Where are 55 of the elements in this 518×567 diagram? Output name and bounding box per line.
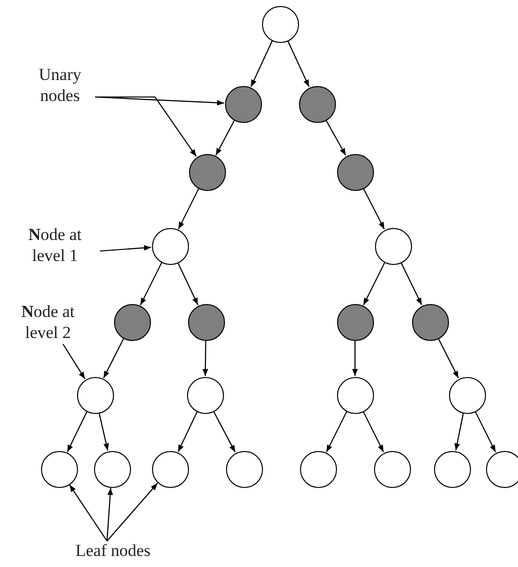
tree-node-circle [226,450,262,488]
unary-node-circle [336,154,374,190]
annotation-label: Node at level 2 [20,301,76,343]
tree-node-circle [374,228,412,264]
leader-arrow [100,245,152,252]
arrow [103,338,124,378]
arrow [98,412,109,451]
arrow [362,188,385,230]
unary-node-circle [412,304,448,340]
arrow [352,340,358,376]
arrow [213,411,236,452]
annotation-label: Unary nodes [38,64,82,106]
arrow [250,40,273,87]
tree-node-circle [448,376,486,414]
tree-node-circle [336,376,374,414]
arrow [202,340,208,376]
arrow [287,40,310,87]
arrow [326,411,348,452]
unary-node-circle [224,86,262,122]
arrow [178,412,198,452]
tree-node-circle [434,450,470,488]
arrow [140,262,162,306]
arrow [362,411,384,452]
tree-node-circle [76,376,114,414]
unary-node-circle [298,86,336,122]
leader-arrow [62,344,86,380]
tree-node-circle [262,6,298,42]
tree-node-circle [300,450,336,488]
unary-node-circle [188,304,224,340]
tree-node-circle [152,450,188,488]
arrow [326,120,346,156]
unary-node-circle [336,304,374,340]
leader-arrow [106,482,158,542]
unary-node-circle [188,154,226,190]
tree-node-circle [40,450,78,488]
arrow [363,262,386,306]
arrow [66,411,88,452]
annotation-label: Leaf nodes [74,540,152,560]
tree-node-circle [486,450,518,488]
tree-node-circle [152,228,188,264]
arrow [474,411,496,452]
arrow [438,338,459,378]
arrow [178,188,200,230]
leader-arrow [69,484,108,542]
arrow [454,413,464,450]
leader-arrow [106,488,113,542]
arrow [215,120,235,156]
leader-arrow [95,96,197,157]
arrow [400,262,422,306]
arrow [177,262,198,306]
annotation-label: Node at level 1 [27,224,83,266]
tree-node-circle [186,376,224,414]
tree-node-circle [94,450,130,488]
unary-node-circle [114,304,150,340]
tree-node-circle [374,450,410,488]
